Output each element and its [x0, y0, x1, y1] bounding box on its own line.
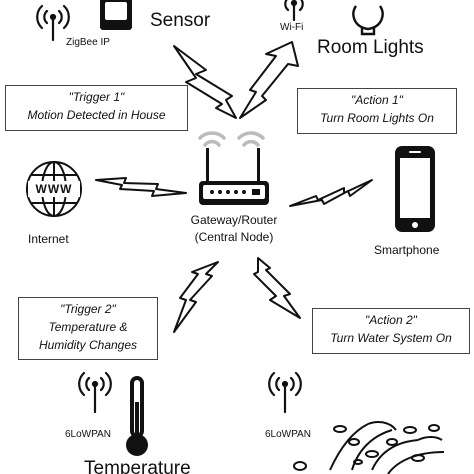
lightning-link-lights: [239, 41, 299, 119]
temp-signal-icon: [78, 371, 112, 414]
wifi-signal-icon: [284, 0, 304, 22]
zigbee-signal-icon: [36, 4, 70, 42]
action-1-box: "Action 1" Turn Room Lights On: [297, 88, 457, 134]
wifi-protocol-label: Wi-Fi: [280, 22, 304, 33]
trigger-2-box: "Trigger 2" Temperature & Humidity Chang…: [18, 297, 158, 360]
lightning-link-water: [253, 257, 301, 319]
thermometer-icon: [126, 376, 148, 456]
water-fountain-icon: [293, 421, 445, 474]
gateway-label-line1: Gateway/Router: [190, 213, 278, 227]
globe-www-label: WWW: [35, 182, 73, 196]
action-2-text: Turn Water System On: [330, 331, 452, 345]
water-protocol-label: 6LoWPAN: [265, 429, 311, 440]
smartphone-icon: [395, 146, 435, 232]
room-lights-label: Room Lights: [317, 37, 424, 58]
zigbee-protocol-label: ZigBee IP: [66, 37, 110, 48]
water-signal-icon: [268, 371, 302, 414]
lightning-link-smartphone: [289, 179, 373, 207]
gateway-label: Gateway/Router (Central Node): [178, 212, 290, 246]
lightning-link-temperature: [173, 261, 219, 333]
motion-sensor-label: Sensor: [150, 10, 211, 31]
router-icon: [199, 148, 269, 205]
trigger-1-title: "Trigger 1": [68, 90, 125, 104]
lightning-link-internet: [95, 177, 187, 197]
trigger-1-box: "Trigger 1" Motion Detected in House: [5, 85, 188, 131]
lightning-link-sensor: [173, 45, 237, 119]
temperature-label: Temperature: [84, 458, 191, 474]
trigger-2-line2: Humidity Changes: [38, 338, 138, 352]
router-wifi-waves-icon: [198, 131, 265, 147]
internet-label: Internet: [28, 232, 69, 246]
action-1-text: Turn Room Lights On: [320, 111, 434, 125]
action-2-box: "Action 2" Turn Water System On: [312, 308, 470, 354]
trigger-2-title: "Trigger 2": [60, 302, 116, 316]
motion-sensor-device-icon: [100, 0, 132, 30]
action-1-title: "Action 1": [351, 93, 403, 107]
action-2-title: "Action 2": [365, 313, 417, 327]
trigger-2-line1: Temperature &: [48, 320, 128, 334]
smartphone-label: Smartphone: [374, 243, 440, 257]
trigger-1-text: Motion Detected in House: [27, 108, 166, 122]
light-bulb-icon: [352, 5, 384, 36]
temp-protocol-label: 6LoWPAN: [65, 429, 111, 440]
gateway-label-line2: (Central Node): [194, 230, 274, 244]
